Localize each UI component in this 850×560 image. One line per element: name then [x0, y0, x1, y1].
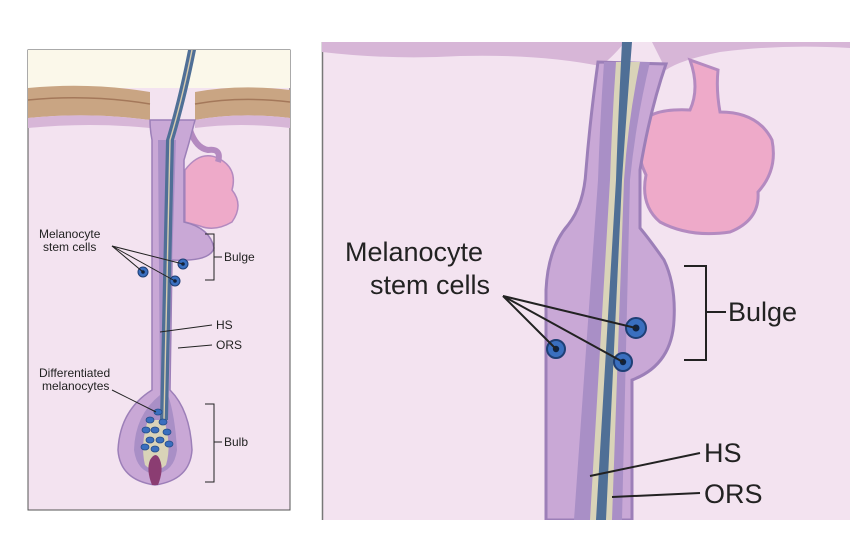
- sebaceous-gland-zoom: [636, 57, 775, 236]
- right-panel: Melanocyte stem cells Bulge HS ORS: [321, 42, 850, 520]
- left-panel: Melanocyte stem cells Bulge HS ORS Diffe…: [27, 49, 291, 511]
- left-label-bulge: Bulge: [224, 250, 255, 264]
- right-label-bulge: Bulge: [728, 297, 797, 327]
- air-region: [28, 50, 290, 88]
- hair-shaft-zoom: [596, 42, 632, 520]
- dermal-papilla: [148, 455, 162, 485]
- sebaceous-gland: [184, 155, 239, 229]
- bulb-matrix: [143, 420, 169, 470]
- left-label-differentiated-line2: melanocytes: [42, 379, 109, 393]
- differentiated-melanocyte-cluster: [140, 408, 174, 453]
- epidermis-left: [28, 85, 150, 120]
- left-label-melanocyte-line2: stem cells: [43, 240, 96, 254]
- left-label-bulb: Bulb: [224, 435, 248, 449]
- hair-shaft: [160, 50, 196, 420]
- left-label-ors: ORS: [216, 338, 242, 352]
- right-label-ors: ORS: [704, 479, 763, 509]
- epidermis-right: [195, 87, 290, 120]
- left-label-hs: HS: [216, 318, 233, 332]
- right-label-hs: HS: [704, 438, 742, 468]
- left-label-melanocyte-line1: Melanocyte: [39, 227, 101, 241]
- left-label-differentiated-line1: Differentiated: [39, 366, 110, 380]
- right-label-melanocyte-line2: stem cells: [370, 270, 490, 300]
- right-label-melanocyte-line1: Melanocyte: [345, 237, 483, 267]
